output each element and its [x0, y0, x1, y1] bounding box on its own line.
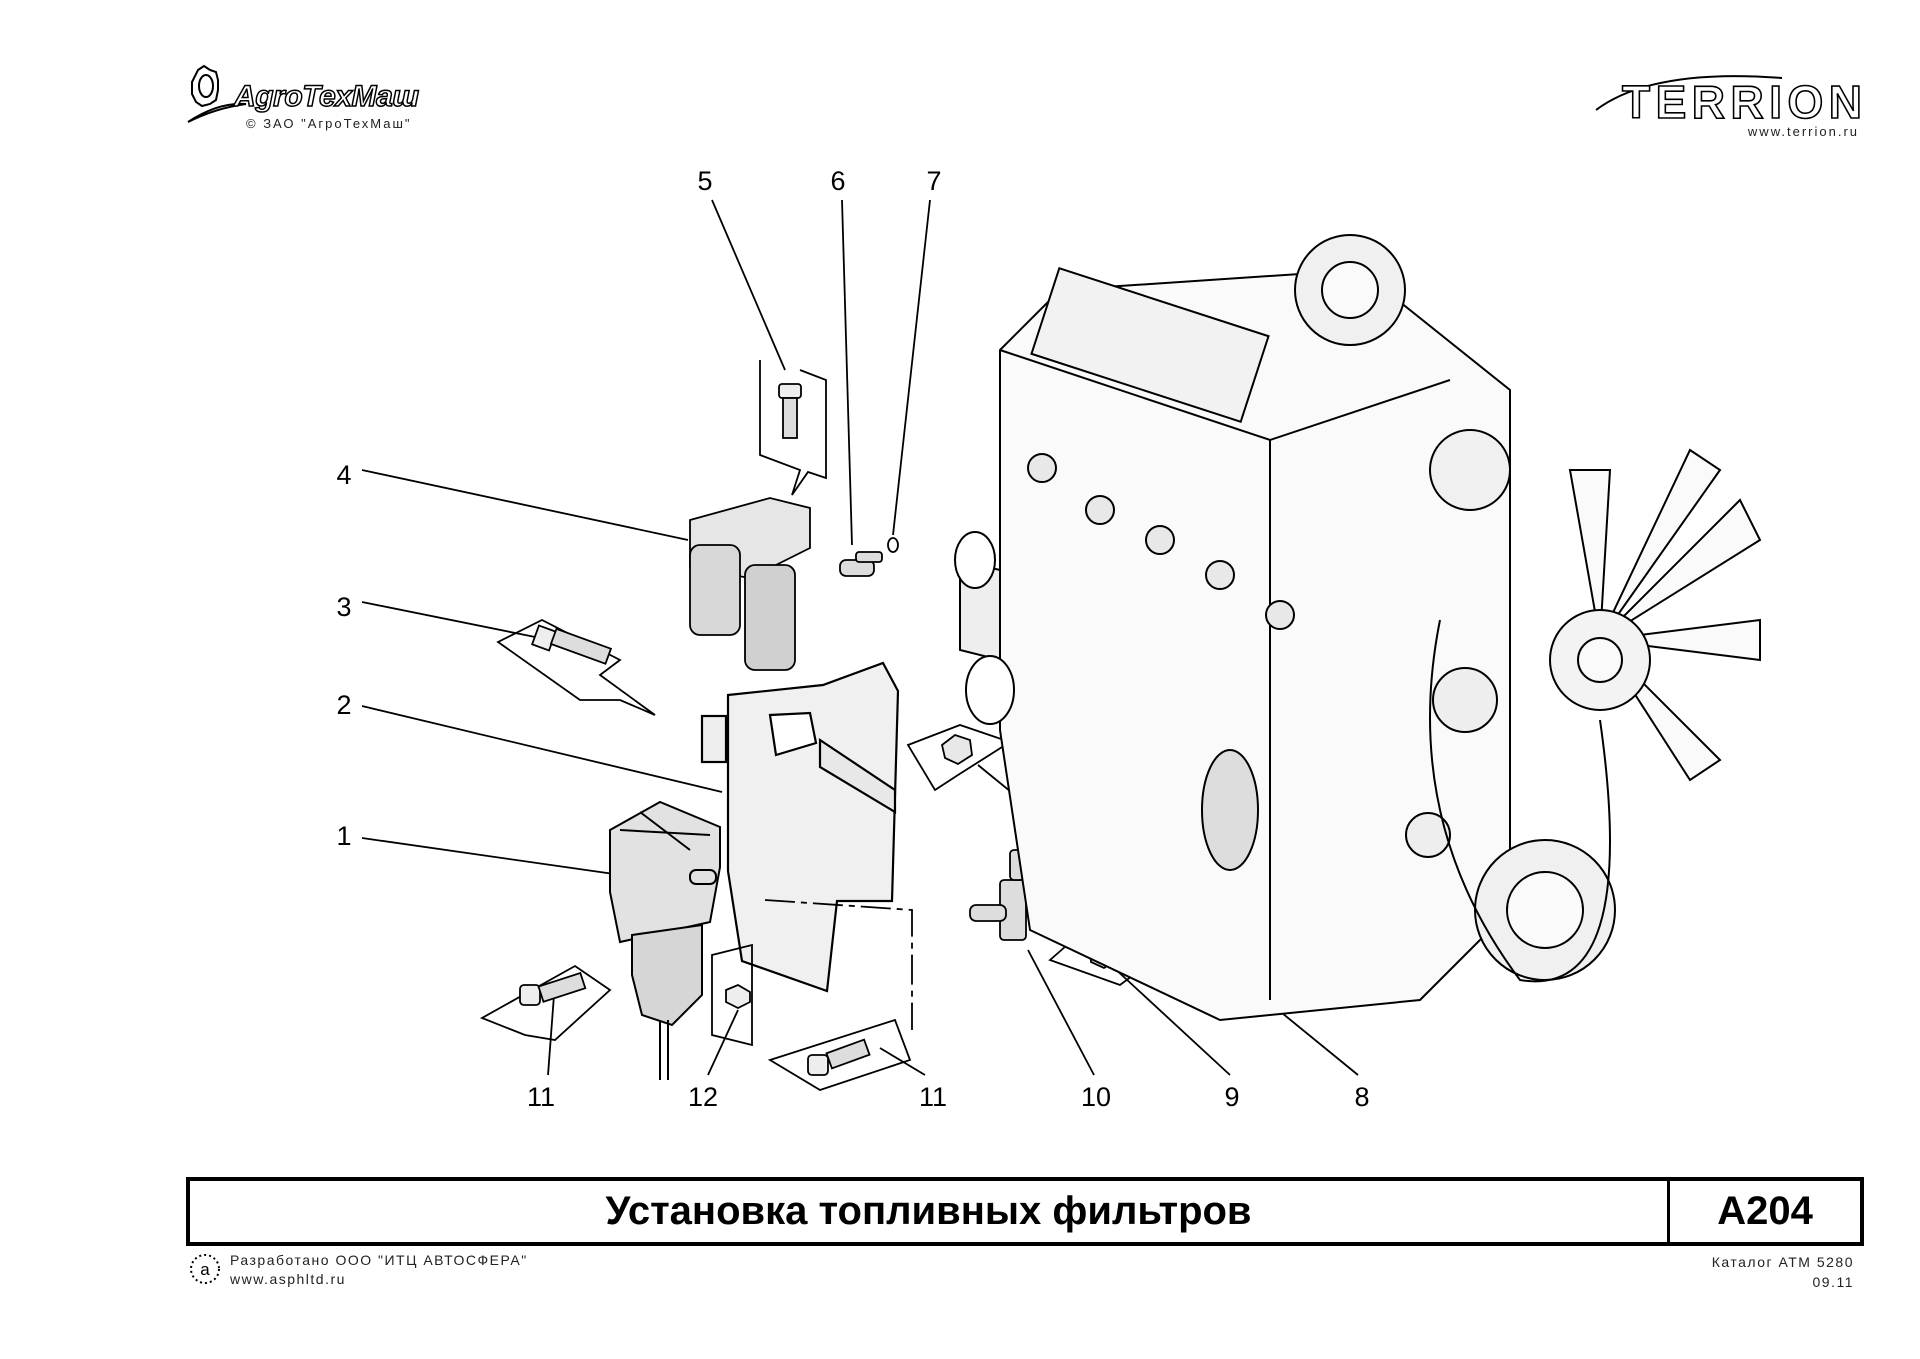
callout-4: 4 — [336, 460, 351, 490]
part-6-fitting — [839, 551, 883, 577]
leader-9 — [1111, 965, 1231, 1076]
callout-1: 1 — [336, 821, 351, 851]
leader-2 — [361, 705, 723, 793]
callout-10: 10 — [1081, 1082, 1111, 1112]
leader-12 — [707, 1009, 739, 1076]
callout-12: 12 — [688, 1082, 718, 1112]
callout-3: 3 — [336, 592, 351, 622]
leader-3 — [361, 601, 541, 639]
agrotexmash-copyright: © ЗАО "АгроТехМаш" — [246, 116, 412, 131]
callout-11-left: 11 — [527, 1082, 555, 1112]
part-10-fitting — [969, 849, 1027, 941]
leader-7 — [892, 199, 931, 536]
fan-and-pulleys — [1405, 448, 1762, 983]
svg-text:TERRION: TERRION — [1622, 76, 1862, 122]
leader-1 — [361, 837, 615, 875]
leader-11b — [879, 1047, 926, 1076]
developer-name: Разработано ООО "ИТЦ АВТОСФЕРА" — [230, 1252, 528, 1268]
part-7-o-ring — [887, 537, 899, 553]
terrion-wordmark-icon: TERRION — [1595, 75, 1863, 129]
drawing-code: A204 — [1667, 1181, 1860, 1242]
callout-2: 2 — [336, 690, 351, 720]
part-1-water-separator — [609, 800, 721, 1080]
terrion-logo: TERRION www.terrion.ru — [1592, 62, 1867, 144]
drawing-title: Установка топливных фильтров — [605, 1189, 1252, 1233]
part-12-nut — [711, 943, 753, 1047]
leader-10 — [1027, 949, 1095, 1076]
svg-text:a: a — [200, 1260, 210, 1279]
part-11-bolt-right — [764, 899, 913, 1091]
asphere-at-icon: a — [190, 1254, 220, 1284]
leader-4 — [361, 469, 689, 541]
callout-8: 8 — [1354, 1082, 1369, 1112]
part-11-bolt-left — [479, 964, 612, 1041]
engine-assembly — [954, 234, 1511, 1022]
callout-9: 9 — [1224, 1082, 1239, 1112]
terrion-url[interactable]: www.terrion.ru — [1747, 124, 1859, 139]
callout-6: 6 — [830, 166, 845, 196]
catalog-date: 09.11 — [1812, 1274, 1854, 1290]
developer-url[interactable]: www.asphltd.ru — [230, 1271, 346, 1287]
title-block: Установка топливных фильтров A204 — [186, 1177, 1864, 1246]
catalog-number: Каталог АТМ 5280 — [1711, 1254, 1854, 1270]
part-8-nut — [906, 724, 1013, 792]
part-4-fuel-filter — [689, 497, 811, 671]
leader-5 — [711, 199, 786, 371]
leader-11a — [547, 994, 555, 1076]
leader-6 — [841, 199, 853, 546]
part-5-bolt — [759, 360, 827, 496]
part-3-bolt — [496, 618, 656, 716]
callout-5: 5 — [697, 166, 712, 196]
agrotexmash-logo: AgroTexMaш © ЗАО "АгроТехМаш" — [186, 62, 436, 132]
callout-7: 7 — [926, 166, 941, 196]
agrotexmash-gear-icon: AgroTexMaш — [187, 64, 420, 123]
svg-text:AgroTexMaш: AgroTexMaш — [233, 80, 419, 113]
part-2-bracket — [700, 661, 900, 993]
callout-11-right: 11 — [919, 1082, 947, 1112]
